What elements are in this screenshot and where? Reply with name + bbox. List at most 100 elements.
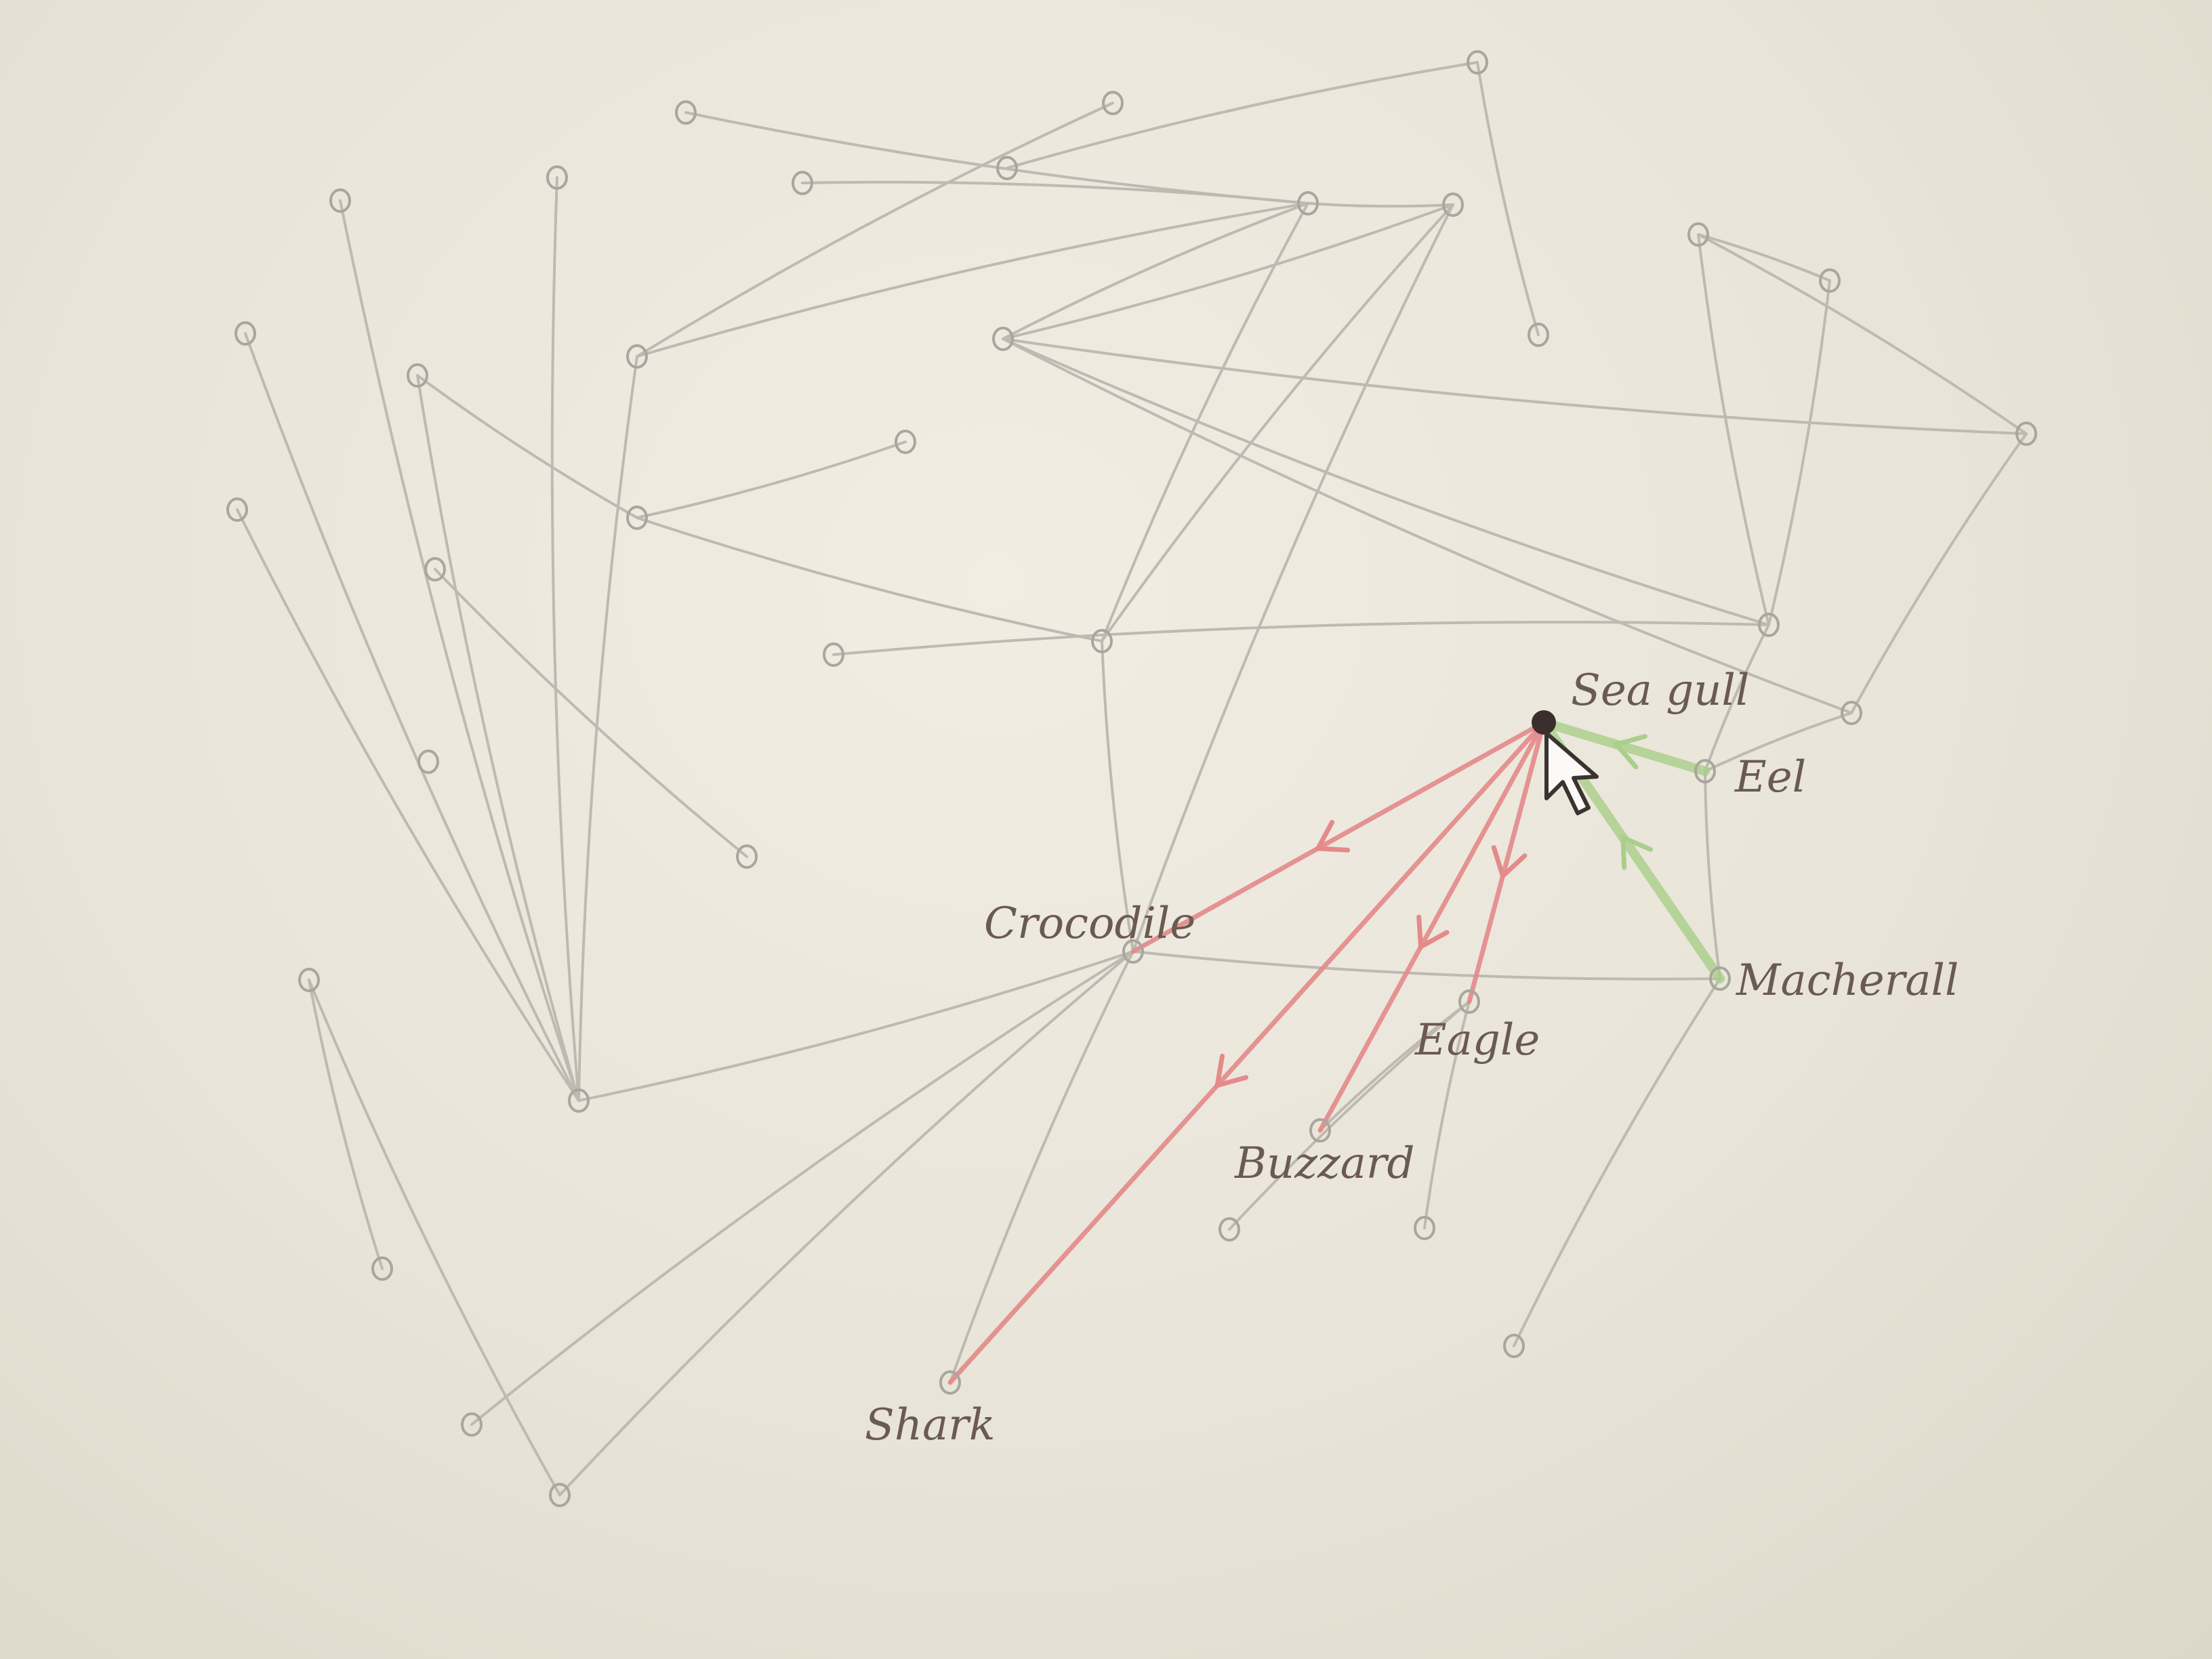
pencil-edge bbox=[636, 516, 1103, 642]
pencil-edge bbox=[832, 620, 1770, 656]
pencil-edge bbox=[1002, 337, 1770, 626]
pencil-edge bbox=[434, 568, 748, 858]
pencil-edge bbox=[308, 979, 561, 1496]
pencil-edge bbox=[1704, 712, 1853, 773]
edge-seagull-buzzard bbox=[1317, 720, 1547, 1133]
pencil-edge bbox=[1228, 1000, 1471, 1231]
arrow-head bbox=[1612, 734, 1647, 770]
node-a5 bbox=[1442, 192, 1464, 217]
pencil-edge bbox=[801, 180, 1309, 205]
pencil-edge bbox=[416, 374, 638, 519]
pencil-edge bbox=[1697, 233, 1831, 282]
pencil-edge bbox=[1704, 623, 1770, 773]
node-a6 bbox=[1687, 222, 1709, 247]
pencil-edge bbox=[1513, 977, 1721, 1347]
node-a20 bbox=[407, 363, 428, 388]
arrow-head bbox=[1214, 1053, 1249, 1089]
pencil-edge bbox=[1697, 233, 2028, 435]
edge-seagull-eagle bbox=[1467, 720, 1547, 1004]
node-a1 bbox=[675, 100, 697, 125]
node-crocodile bbox=[1122, 939, 1144, 964]
label-eel: Eel bbox=[1734, 752, 1806, 802]
pencil-edge bbox=[1002, 202, 1309, 340]
pencil-edge bbox=[1476, 61, 1540, 336]
node-a8 bbox=[2015, 422, 2037, 446]
pencil-edge bbox=[1101, 640, 1134, 953]
pencil-edge bbox=[577, 950, 1134, 1102]
pencil-edge bbox=[1697, 233, 1770, 626]
pencil-edge bbox=[1704, 770, 1721, 980]
node-a13 bbox=[996, 156, 1018, 180]
node-a2 bbox=[1102, 91, 1124, 115]
pencil-edge bbox=[1767, 279, 1831, 626]
node-a28 bbox=[568, 1088, 590, 1113]
pencil-edge bbox=[308, 979, 384, 1270]
pencil-edge bbox=[558, 950, 1134, 1496]
pencil-edge bbox=[577, 355, 638, 1102]
pencil-edge bbox=[636, 202, 1309, 358]
pencil-edge bbox=[550, 176, 580, 1102]
arrow-head bbox=[1313, 819, 1351, 853]
node-a10 bbox=[1841, 701, 1862, 725]
pencil-edge bbox=[636, 102, 1114, 358]
node-buzzard bbox=[1309, 1118, 1331, 1143]
label-buzzard: Buzzard bbox=[1234, 1139, 1414, 1189]
edge-seagull-shark bbox=[947, 720, 1547, 1385]
pencil-edge bbox=[1132, 203, 1454, 953]
pencil-edge bbox=[236, 508, 580, 1102]
pencil-edge bbox=[1002, 337, 1853, 714]
node-a7 bbox=[1819, 268, 1841, 293]
pencil-edge bbox=[416, 374, 580, 1102]
node-a26 bbox=[417, 750, 439, 774]
edge-eel-seagull bbox=[1539, 718, 1710, 776]
pencil-edge bbox=[1101, 202, 1309, 642]
highlighted-edges bbox=[947, 718, 1725, 1385]
pencil-edge bbox=[470, 950, 1134, 1426]
node-macherall bbox=[1709, 966, 1731, 991]
node-shark bbox=[939, 1370, 961, 1395]
pencil-edge bbox=[1850, 432, 2028, 714]
edge-seagull-crocodile bbox=[1130, 720, 1547, 954]
arrow-head bbox=[1620, 834, 1653, 870]
arrow-head bbox=[1491, 845, 1528, 880]
pencil-edge bbox=[1307, 202, 1454, 208]
node-a11 bbox=[792, 171, 813, 195]
node-a32 bbox=[549, 1483, 571, 1507]
node-a15 bbox=[1528, 323, 1549, 347]
node-a17 bbox=[546, 165, 568, 190]
pencil-edge bbox=[1006, 61, 1479, 169]
pencil-edge bbox=[1132, 950, 1721, 981]
pencil-edges bbox=[236, 61, 2028, 1496]
node-a35 bbox=[1503, 1334, 1525, 1358]
node-a18 bbox=[234, 321, 256, 346]
node-eagle bbox=[1458, 989, 1480, 1014]
pencil-edge bbox=[1002, 203, 1454, 340]
node-a9 bbox=[1758, 613, 1780, 637]
node-a25 bbox=[1091, 629, 1113, 653]
node-a4 bbox=[1467, 50, 1488, 75]
node-a19 bbox=[226, 497, 248, 522]
node-a31 bbox=[461, 1412, 483, 1437]
label-eagle: Eagle bbox=[1414, 1015, 1540, 1065]
pencil-edge bbox=[949, 950, 1134, 1384]
label-shark: Shark bbox=[865, 1400, 996, 1450]
pencil-edge bbox=[1002, 337, 2028, 435]
node-a23 bbox=[895, 430, 916, 454]
node-a27 bbox=[736, 844, 758, 869]
node-a21 bbox=[424, 557, 446, 581]
node-eel bbox=[1694, 759, 1716, 783]
labels: Sea gull Eel Macherall Crocodile Eagle B… bbox=[865, 665, 1959, 1450]
node-a34 bbox=[1414, 1216, 1435, 1240]
label-seagull: Sea gull bbox=[1571, 665, 1749, 716]
node-a22 bbox=[626, 506, 648, 530]
node-a24 bbox=[823, 642, 844, 667]
node-seagull[interactable] bbox=[1532, 710, 1556, 735]
node-a3 bbox=[1297, 191, 1319, 216]
node-a12 bbox=[626, 344, 648, 369]
node-a30 bbox=[371, 1256, 393, 1281]
node-a14 bbox=[992, 327, 1014, 351]
mouse-pointer-icon bbox=[1544, 731, 1599, 815]
pencil-edge bbox=[1423, 1000, 1471, 1229]
